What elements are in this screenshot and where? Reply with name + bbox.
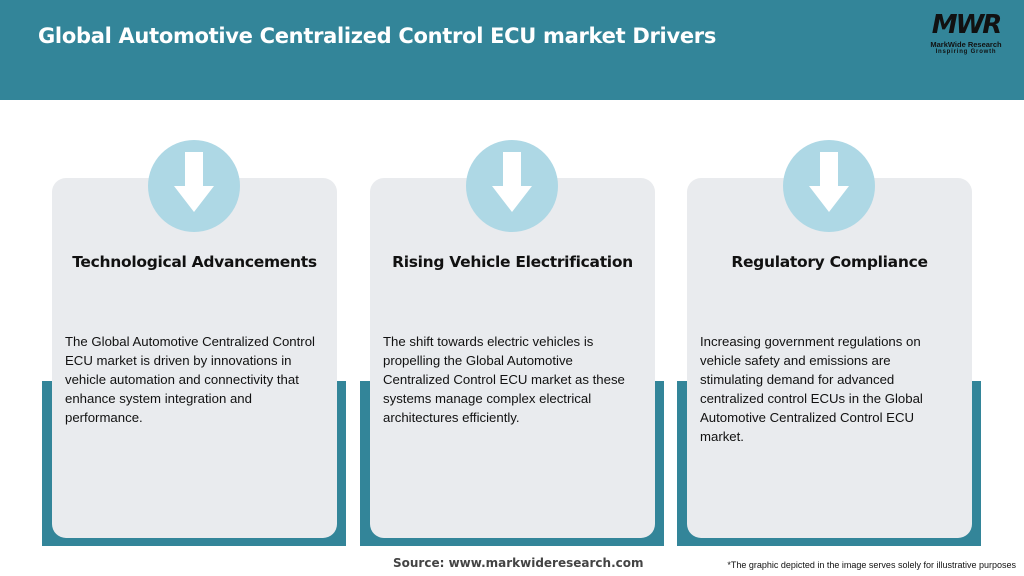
- icon-circle: [466, 140, 558, 232]
- driver-card: [370, 178, 655, 538]
- logo-tagline: Inspiring Growth: [935, 49, 997, 55]
- card-title: Rising Vehicle Electrification: [392, 253, 633, 271]
- card-title: Technological Advancements: [72, 253, 317, 271]
- card-text: The shift towards electric vehicles is p…: [383, 334, 625, 425]
- card-text: The Global Automotive Centralized Contro…: [65, 334, 315, 425]
- header-banner: Global Automotive Centralized Control EC…: [0, 0, 1024, 100]
- icon-circle: [148, 140, 240, 232]
- logo-name: MarkWide Research: [930, 40, 1002, 49]
- arrow-down-icon: [809, 152, 849, 212]
- logo: MWR MarkWide Research Inspiring Growth: [920, 10, 1012, 56]
- card-title: Regulatory Compliance: [731, 253, 928, 271]
- page-title: Global Automotive Centralized Control EC…: [38, 24, 717, 48]
- logo-mark: MWR: [931, 10, 1003, 40]
- card-text: Increasing government regulations on veh…: [700, 334, 923, 444]
- disclaimer-note: *The graphic depicted in the image serve…: [727, 560, 1016, 570]
- arrow-down-icon: [492, 152, 532, 212]
- arrow-down-icon: [174, 152, 214, 212]
- icon-circle: [783, 140, 875, 232]
- driver-card: [52, 178, 337, 538]
- driver-card: [687, 178, 972, 538]
- source-text: Source: www.markwideresearch.com: [393, 556, 644, 570]
